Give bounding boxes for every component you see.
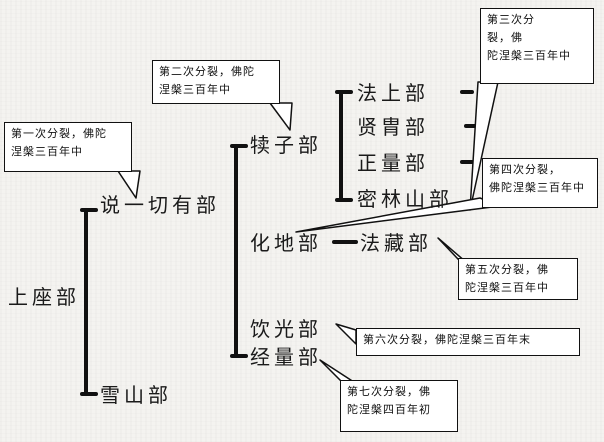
pointer-callout-2 (269, 102, 293, 131)
callout-split-7-line-2: 陀涅槃四百年初 (347, 403, 431, 416)
callout-split-7: 第七次分裂，佛 陀涅槃四百年初 (340, 380, 458, 432)
callout-split-6-line-1: 第六次分裂，佛陀涅槃三百年末 (363, 333, 531, 346)
node-fazang: 法藏部 (360, 231, 432, 255)
callout-split-5: 第五次分裂，佛 陀涅槃三百年中 (458, 258, 578, 300)
callout-split-5-line-1: 第五次分裂，佛 (465, 263, 549, 276)
callout-split-1-line-2: 涅槃三百年中 (11, 145, 83, 158)
node-yinguang: 饮光部 (250, 317, 322, 341)
callout-split-3-line-3: 陀涅槃三百年中 (487, 49, 571, 62)
node-fashang: 法上部 (357, 81, 429, 105)
callout-split-4-line-1: 第四次分裂， (489, 163, 561, 176)
callout-split-4-line-2: 佛陀涅槃三百年中 (489, 181, 585, 194)
callout-split-3: 第三次分 裂，佛 陀涅槃三百年中 (480, 8, 594, 84)
callout-split-1: 第一次分裂，佛陀 涅槃三百年中 (4, 122, 132, 172)
node-zhengliang: 正量部 (357, 151, 429, 175)
callout-split-1-line-1: 第一次分裂，佛陀 (11, 127, 107, 140)
callout-split-2-line-1: 第二次分裂，佛陀 (159, 65, 255, 78)
callout-split-4: 第四次分裂， 佛陀涅槃三百年中 (482, 158, 598, 208)
callout-split-2-line-2: 涅槃三百年中 (159, 83, 231, 96)
callout-split-5-line-2: 陀涅槃三百年中 (465, 281, 549, 294)
callout-split-3-line-2: 裂，佛 (487, 31, 523, 44)
node-xueshan: 雪山部 (100, 383, 172, 407)
callout-split-2: 第二次分裂，佛陀 涅槃三百年中 (152, 60, 280, 104)
node-huadi: 化地部 (250, 231, 322, 255)
node-jingliang: 经量部 (250, 345, 322, 369)
node-sarvasti: 说一切有部 (100, 193, 220, 217)
node-shangzuo: 上座部 (8, 285, 80, 309)
callout-split-3-line-1: 第三次分 (487, 13, 535, 26)
node-xianzhou: 贤胄部 (357, 115, 429, 139)
pointer-callout-6 (335, 323, 357, 345)
node-milinshan: 密林山部 (357, 187, 453, 211)
callout-split-7-line-1: 第七次分裂，佛 (347, 385, 431, 398)
node-duzi: 犊子部 (250, 133, 322, 157)
callout-split-6: 第六次分裂，佛陀涅槃三百年末 (356, 328, 580, 356)
